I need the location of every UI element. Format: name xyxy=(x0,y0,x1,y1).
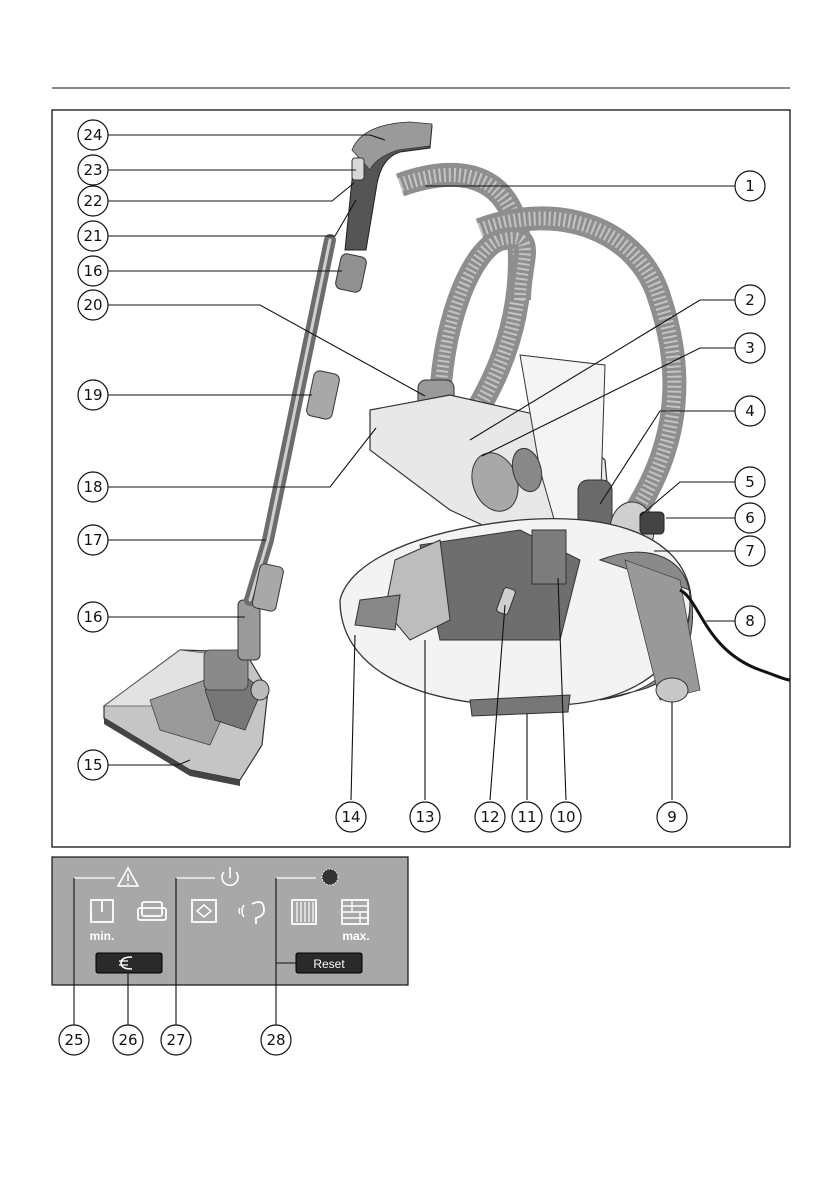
callout-27: 27 xyxy=(161,1025,191,1055)
callout-22: 22 xyxy=(78,186,108,216)
svg-text:12: 12 xyxy=(480,808,499,826)
callout-6: 6 xyxy=(735,503,765,533)
callout-4: 4 xyxy=(735,396,765,426)
svg-text:5: 5 xyxy=(745,473,755,491)
svg-text:9: 9 xyxy=(667,808,677,826)
svg-text:19: 19 xyxy=(83,386,102,404)
callout-5: 5 xyxy=(735,467,765,497)
svg-text:17: 17 xyxy=(83,531,102,549)
svg-text:14: 14 xyxy=(341,808,360,826)
svg-text:16: 16 xyxy=(83,262,102,280)
svg-text:1: 1 xyxy=(745,177,755,195)
svg-text:25: 25 xyxy=(64,1031,83,1049)
svg-text:27: 27 xyxy=(166,1031,185,1049)
carrying-handle-bumper xyxy=(355,595,400,630)
svg-text:20: 20 xyxy=(83,296,102,314)
svg-text:7: 7 xyxy=(745,542,755,560)
callout-8: 8 xyxy=(735,606,765,636)
callout-25: 25 xyxy=(59,1025,89,1055)
svg-text:18: 18 xyxy=(83,478,102,496)
callout-20: 20 xyxy=(78,290,108,320)
svg-text:26: 26 xyxy=(118,1031,137,1049)
svg-text:28: 28 xyxy=(266,1031,285,1049)
svg-text:2: 2 xyxy=(745,291,755,309)
swivel-neck xyxy=(238,600,260,660)
callout-28: 28 xyxy=(261,1025,291,1055)
control-panel: min. xyxy=(52,857,408,1025)
svg-text:13: 13 xyxy=(415,808,434,826)
svg-text:16: 16 xyxy=(83,608,102,626)
callout-16-lower: 16 xyxy=(78,602,108,632)
svg-text:8: 8 xyxy=(745,612,755,630)
reset-button[interactable]: Reset xyxy=(296,953,362,973)
callout-16-upper: 16 xyxy=(78,256,108,286)
svg-text:3: 3 xyxy=(745,339,755,357)
callout-9: 9 xyxy=(657,802,687,832)
callout-3: 3 xyxy=(735,333,765,363)
callout-10: 10 xyxy=(551,802,581,832)
callout-1: 1 xyxy=(735,171,765,201)
max-label: max. xyxy=(342,929,369,943)
svg-text:23: 23 xyxy=(83,161,102,179)
rear-wheel xyxy=(656,678,688,702)
reset-button-label: Reset xyxy=(313,957,345,971)
callout-24: 24 xyxy=(78,120,108,150)
min-label: min. xyxy=(90,929,115,943)
svg-text:4: 4 xyxy=(745,402,755,420)
svg-text:15: 15 xyxy=(83,756,102,774)
callout-17: 17 xyxy=(78,525,108,555)
svg-text:6: 6 xyxy=(745,509,755,527)
callout-2: 2 xyxy=(735,285,765,315)
eco-button[interactable] xyxy=(96,953,162,973)
callout-18: 18 xyxy=(78,472,108,502)
callout-14: 14 xyxy=(336,802,366,832)
callout-15: 15 xyxy=(78,750,108,780)
callout-19: 19 xyxy=(78,380,108,410)
svg-text:11: 11 xyxy=(517,808,536,826)
svg-text:21: 21 xyxy=(83,227,102,245)
motor-protection-filter xyxy=(532,530,566,584)
handle-buttons xyxy=(352,158,364,180)
cord-rewind-pedal xyxy=(640,512,664,534)
svg-text:10: 10 xyxy=(556,808,575,826)
callout-11: 11 xyxy=(512,802,542,832)
callout-21: 21 xyxy=(78,221,108,251)
callout-23: 23 xyxy=(78,155,108,185)
callout-26: 26 xyxy=(113,1025,143,1055)
callout-12: 12 xyxy=(475,802,505,832)
filter-icon xyxy=(322,869,338,885)
callout-7: 7 xyxy=(735,536,765,566)
panel-callouts: 25 26 27 28 xyxy=(59,1025,291,1055)
svg-text:24: 24 xyxy=(83,126,102,144)
svg-text:22: 22 xyxy=(83,192,102,210)
callout-13: 13 xyxy=(410,802,440,832)
